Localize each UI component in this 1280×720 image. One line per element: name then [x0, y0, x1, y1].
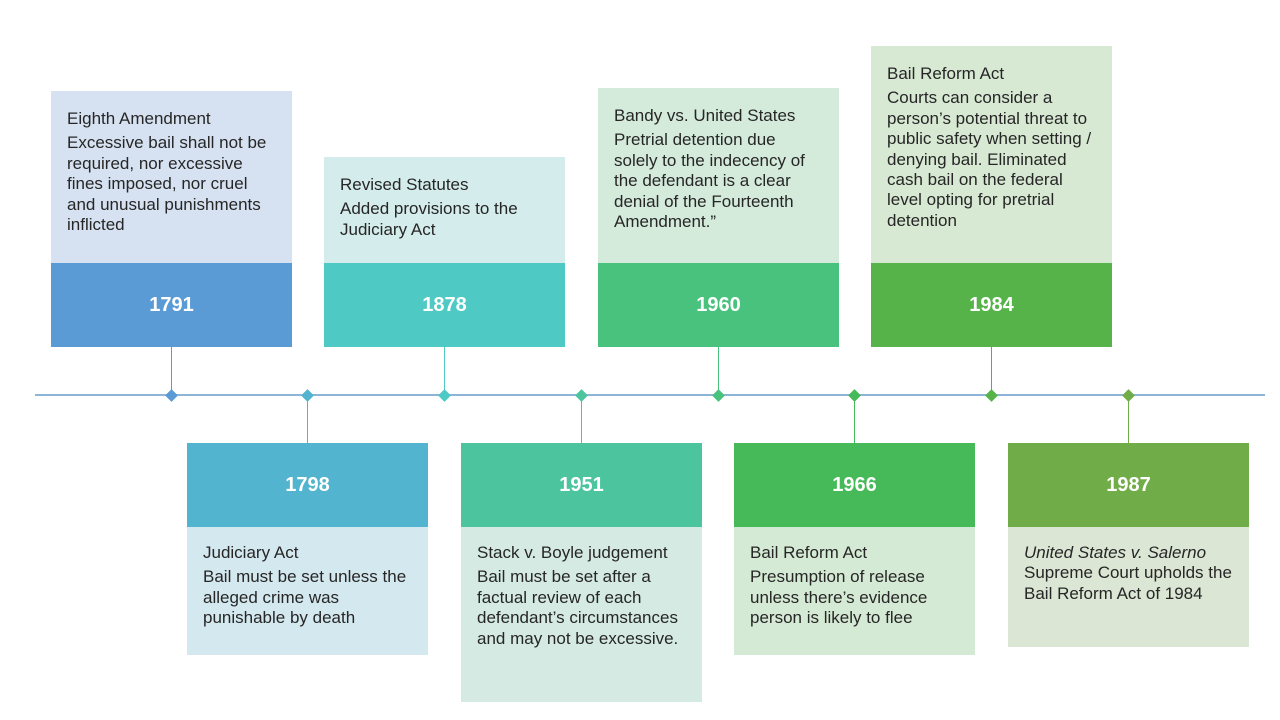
event-year-label: 1798	[187, 443, 428, 527]
event-description: Excessive bail shall not be required, no…	[67, 133, 267, 234]
event-connector-line	[171, 347, 172, 395]
event-title: Stack v. Boyle judgement	[477, 543, 668, 562]
event-description: Added provisions to the Judiciary Act	[340, 199, 518, 239]
event-year-label: 1984	[871, 263, 1112, 347]
timeline-marker	[301, 388, 314, 402]
event-title: United States v. Salerno	[1024, 543, 1207, 562]
event-title: Bail Reform Act	[887, 64, 1005, 83]
timeline-marker	[985, 388, 998, 402]
event-year-label: 1960	[598, 263, 839, 347]
timeline-marker	[712, 388, 725, 402]
event-title: Revised Statutes	[340, 175, 469, 194]
event-description: Supreme Court upholds the Bail Reform Ac…	[1024, 563, 1232, 603]
event-description: Courts can consider a person’s potential…	[887, 88, 1092, 230]
event-title: Bandy vs. United States	[614, 106, 796, 125]
event-title: Eighth Amendment	[67, 109, 211, 128]
event-description: Presumption of release unless there’s ev…	[750, 567, 928, 628]
timeline-marker	[1122, 388, 1135, 402]
event-connector-line	[1128, 395, 1129, 443]
event-year-label: 1987	[1008, 443, 1249, 527]
event-title: Bail Reform Act	[750, 543, 868, 562]
event-year-label: 1966	[734, 443, 975, 527]
event-title: Judiciary Act	[203, 543, 299, 562]
timeline-marker	[848, 388, 861, 402]
event-connector-line	[854, 395, 855, 443]
timeline-marker	[575, 388, 588, 402]
timeline-marker	[438, 388, 451, 402]
timeline-axis	[35, 394, 1265, 396]
event-connector-line	[444, 347, 445, 395]
event-description: Pretrial detention due solely to the ind…	[614, 130, 805, 231]
event-connector-line	[307, 395, 308, 443]
event-connector-line	[581, 395, 582, 443]
event-year-label: 1878	[324, 263, 565, 347]
event-connector-line	[991, 347, 992, 395]
event-description: Bail must be set unless the alleged crim…	[203, 567, 407, 628]
event-connector-line	[718, 347, 719, 395]
timeline-marker	[165, 388, 178, 402]
event-description: Bail must be set after a factual review …	[477, 567, 679, 648]
event-year-label: 1791	[51, 263, 292, 347]
event-year-label: 1951	[461, 443, 702, 527]
